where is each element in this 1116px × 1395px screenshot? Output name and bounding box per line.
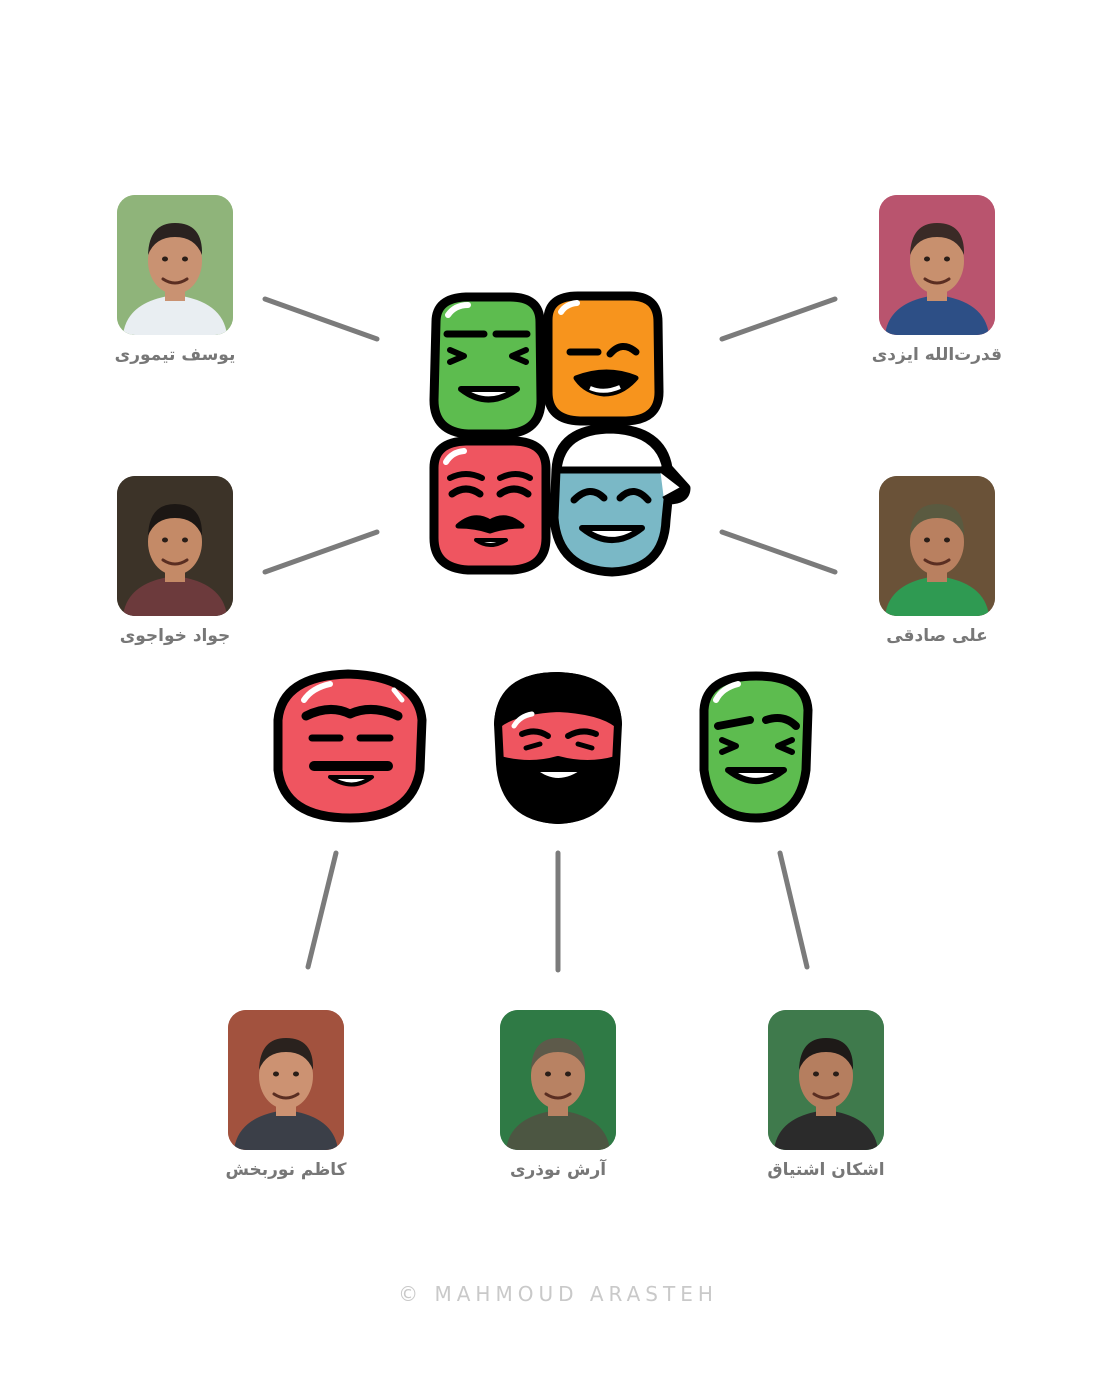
connector-kazem	[305, 850, 339, 970]
connector-ali	[719, 529, 838, 575]
cast-card-javad: جواد خواجوی	[110, 476, 240, 646]
cast-card-ghodrat: قدرت‌الله ایزدی	[872, 195, 1002, 365]
cast-card-eshkan: اشکان اشتیاق	[761, 1010, 891, 1180]
portrait-photo	[879, 476, 995, 616]
cast-card-ali: علی صادقی	[872, 476, 1002, 646]
cast-name: آرش نوذری	[509, 1160, 607, 1180]
portrait-photo	[117, 476, 233, 616]
cast-name: یوسف تیموری	[114, 345, 236, 365]
cast-name: جواد خواجوی	[119, 626, 231, 646]
cast-name: علی صادقی	[886, 626, 988, 646]
portrait-photo	[879, 195, 995, 335]
green-mask	[429, 292, 546, 439]
cast-name: قدرت‌الله ایزدی	[871, 345, 1002, 365]
portrait-photo	[117, 195, 233, 335]
cast-name: اشکان اشتیاق	[767, 1160, 885, 1180]
cast-name: کاظم نوربخش	[225, 1160, 347, 1180]
blue-mask	[549, 423, 691, 577]
portrait-photo	[500, 1010, 616, 1150]
main-mask-logo	[429, 291, 691, 577]
red-mask	[429, 436, 551, 575]
portrait-photo	[768, 1010, 884, 1150]
mask-eshkan	[699, 671, 813, 823]
connector-javad	[262, 529, 380, 575]
cast-card-yousef: یوسف تیموری	[110, 195, 240, 365]
orange-mask	[543, 291, 664, 426]
copyright-footer: © MAHMOUD ARASTEH	[398, 1282, 718, 1306]
mask-kazem	[273, 669, 427, 823]
cast-card-arash: آرش نوذری	[493, 1010, 623, 1180]
connector-yousef	[262, 296, 380, 342]
connector-ghodrat	[719, 296, 838, 342]
connector-eshkan	[777, 850, 810, 970]
mask-arash	[494, 672, 622, 824]
cast-card-kazem: کاظم نوربخش	[221, 1010, 351, 1180]
connectors	[262, 296, 838, 973]
portrait-photo	[228, 1010, 344, 1150]
